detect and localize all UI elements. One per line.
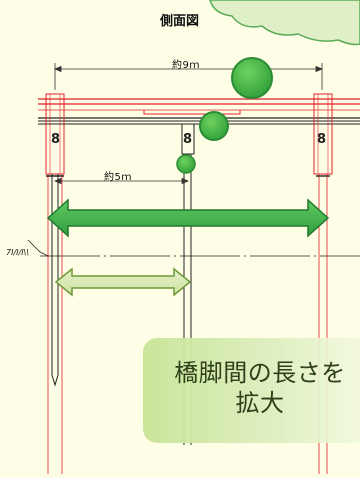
diagram-title: 側面図: [160, 14, 200, 29]
svg-text:8: 8: [51, 132, 60, 147]
green-circle-large: [231, 57, 273, 99]
svg-text:8: 8: [317, 132, 326, 147]
cloud-decoration: [209, 0, 360, 46]
green-circle-small: [176, 154, 196, 174]
span-length-short-label: 約5ｍ: [104, 172, 132, 183]
dimension-9m: [53, 63, 324, 90]
green-circle-medium: [199, 111, 229, 141]
arrow-span-after: [46, 198, 330, 238]
ground-symbol: 7I/I/I\\: [6, 248, 29, 257]
bridge-deck: [38, 98, 360, 125]
svg-text:8: 8: [183, 132, 192, 147]
span-length-long-label: 約9ｍ: [172, 60, 200, 71]
arrow-span-before: [54, 267, 192, 297]
callout-box: [143, 338, 360, 443]
dimension-5m: [53, 177, 190, 185]
callout-text: 橋脚間の長さを拡大: [174, 359, 346, 417]
ground-line: [27, 239, 360, 257]
